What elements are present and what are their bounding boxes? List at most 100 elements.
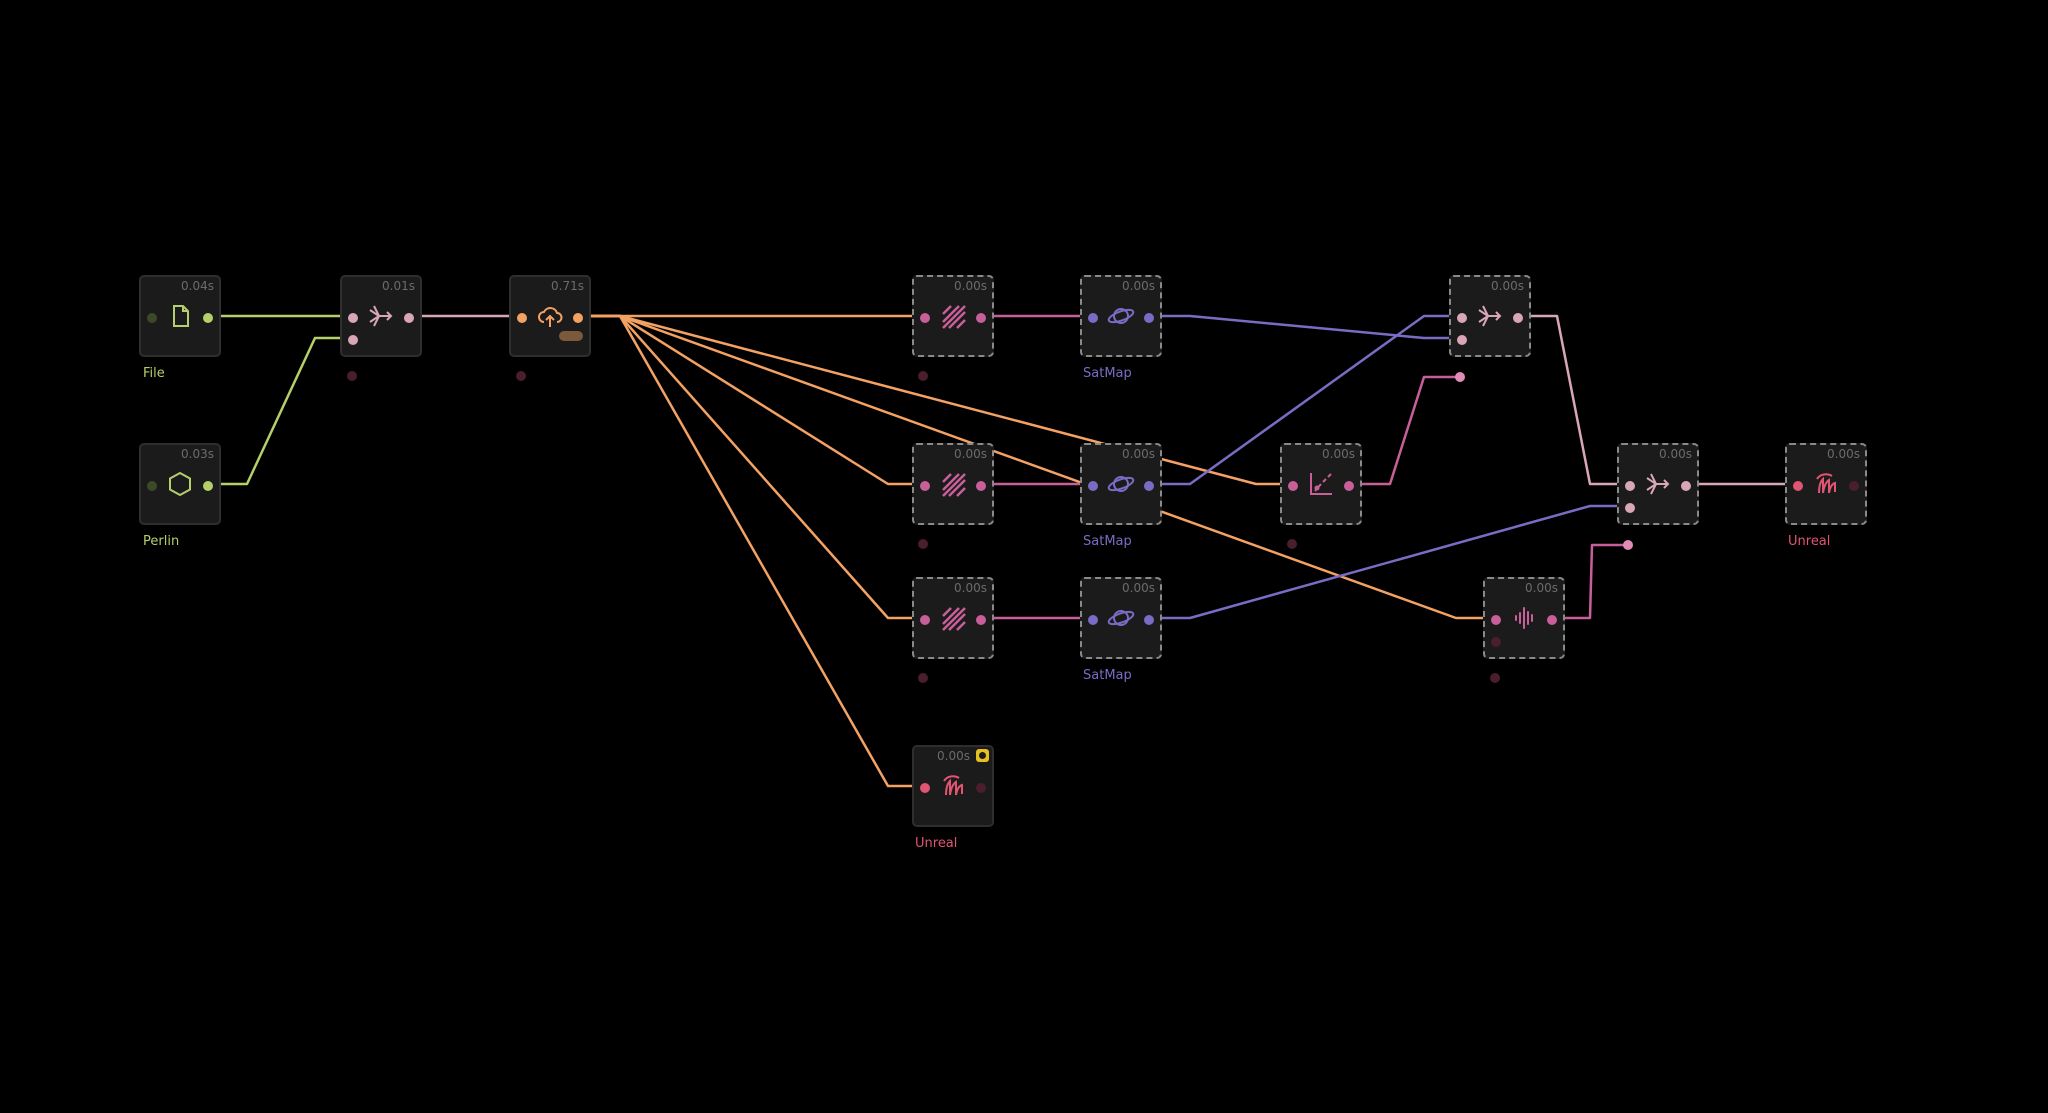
input-port[interactable] xyxy=(1088,313,1098,323)
cloud-upload-node[interactable]: 0.71s xyxy=(509,275,591,357)
output-port[interactable] xyxy=(1144,481,1154,491)
output-port[interactable] xyxy=(1144,615,1154,625)
status-dot xyxy=(347,371,357,381)
input-port[interactable] xyxy=(1288,481,1298,491)
wire-sat2-merge2[interactable] xyxy=(1153,314,1459,486)
hatch-icon xyxy=(942,305,966,329)
node-label: Unreal xyxy=(1788,534,1831,549)
unreal-node[interactable]: 0.00s xyxy=(1785,443,1867,525)
merge-node[interactable]: 0.00s xyxy=(1617,443,1699,525)
status-dot xyxy=(1287,539,1297,549)
hatch-icon xyxy=(942,607,966,631)
node-time: 0.00s xyxy=(1827,447,1860,461)
merge-icon xyxy=(1646,473,1670,495)
wire-merge2-merge3[interactable] xyxy=(1522,314,1627,486)
node-time: 0.00s xyxy=(954,581,987,595)
hatch-node[interactable]: 0.00s xyxy=(912,275,994,357)
input-port[interactable] xyxy=(920,615,930,625)
merge-node[interactable]: 0.01s xyxy=(340,275,422,357)
output-port[interactable] xyxy=(1849,481,1859,491)
node-time: 0.00s xyxy=(954,279,987,293)
input-port[interactable] xyxy=(348,335,358,345)
node-time: 0.00s xyxy=(1122,447,1155,461)
node-label: SatMap xyxy=(1083,534,1132,549)
output-port[interactable] xyxy=(203,481,213,491)
hatch-node[interactable]: 0.00s xyxy=(912,577,994,659)
warning-icon[interactable] xyxy=(976,749,989,762)
input-port[interactable] xyxy=(1625,503,1635,513)
input-port[interactable] xyxy=(517,313,527,323)
input-port[interactable] xyxy=(1088,615,1098,625)
upload-toggle[interactable] xyxy=(559,331,583,341)
file-icon xyxy=(173,305,189,327)
status-dot xyxy=(918,539,928,549)
node-time: 0.00s xyxy=(954,447,987,461)
output-port[interactable] xyxy=(1144,313,1154,323)
node-time: 0.00s xyxy=(1491,279,1524,293)
node-time: 0.00s xyxy=(1525,581,1558,595)
output-port[interactable] xyxy=(404,313,414,323)
output-port[interactable] xyxy=(1547,615,1557,625)
satmap-node[interactable]: 0.00s xyxy=(1080,443,1162,525)
node-label: SatMap xyxy=(1083,366,1132,381)
file-node[interactable]: 0.04s xyxy=(139,275,221,357)
node-label: Unreal xyxy=(915,836,958,851)
planet-icon xyxy=(1107,476,1135,492)
output-port[interactable] xyxy=(976,783,986,793)
wire-perlin-merge1[interactable] xyxy=(213,336,350,486)
output-port[interactable] xyxy=(976,615,986,625)
waveform-node[interactable]: 0.00s xyxy=(1483,577,1565,659)
input-port[interactable] xyxy=(1625,481,1635,491)
wire-graph-merge2[interactable] xyxy=(1353,375,1460,486)
input-port[interactable] xyxy=(920,481,930,491)
hatch-node[interactable]: 0.00s xyxy=(912,443,994,525)
node-time: 0.00s xyxy=(1322,447,1355,461)
unreal-node[interactable]: 0.00s xyxy=(912,745,994,827)
graph-node[interactable]: 0.00s xyxy=(1280,443,1362,525)
output-port[interactable] xyxy=(1681,481,1691,491)
input-port[interactable] xyxy=(920,783,930,793)
wire-upload-audio[interactable] xyxy=(582,314,1493,620)
wire-endpoint[interactable] xyxy=(1623,540,1633,550)
unreal-icon xyxy=(1816,473,1836,494)
input-port[interactable] xyxy=(1491,615,1501,625)
node-time: 0.03s xyxy=(181,447,214,461)
wire-sat3-merge3[interactable] xyxy=(1153,504,1627,620)
node-time: 0.00s xyxy=(1122,279,1155,293)
satmap-node[interactable]: 0.00s xyxy=(1080,577,1162,659)
input-port[interactable] xyxy=(348,313,358,323)
perlin-node[interactable]: 0.03s xyxy=(139,443,221,525)
wire-sat1-merge2[interactable] xyxy=(1153,314,1459,340)
node-label: Perlin xyxy=(143,534,180,549)
input-port[interactable] xyxy=(147,481,157,491)
wire-audio-merge3[interactable] xyxy=(1557,543,1628,620)
node-label: File xyxy=(143,366,165,381)
input-port[interactable] xyxy=(1088,481,1098,491)
unreal-icon xyxy=(943,775,963,796)
wire-upload-unreal1[interactable] xyxy=(582,314,922,788)
cloud-upload-icon xyxy=(538,307,563,327)
output-port[interactable] xyxy=(976,313,986,323)
output-port[interactable] xyxy=(976,481,986,491)
input-port[interactable] xyxy=(147,313,157,323)
merge-node[interactable]: 0.00s xyxy=(1449,275,1531,357)
output-port[interactable] xyxy=(573,313,583,323)
satmap-node[interactable]: 0.00s xyxy=(1080,275,1162,357)
node-time: 0.00s xyxy=(937,749,970,763)
planet-icon xyxy=(1107,308,1135,324)
output-port[interactable] xyxy=(1513,313,1523,323)
output-port[interactable] xyxy=(1344,481,1354,491)
wire-endpoint[interactable] xyxy=(1455,372,1465,382)
input-port[interactable] xyxy=(1457,335,1467,345)
node-label: SatMap xyxy=(1083,668,1132,683)
input-port[interactable] xyxy=(1491,637,1501,647)
input-port[interactable] xyxy=(1793,481,1803,491)
output-port[interactable] xyxy=(203,313,213,323)
node-time: 0.04s xyxy=(181,279,214,293)
input-port[interactable] xyxy=(920,313,930,323)
wire-upload-hatch3[interactable] xyxy=(582,314,922,620)
input-port[interactable] xyxy=(1457,313,1467,323)
merge-icon xyxy=(369,305,393,327)
